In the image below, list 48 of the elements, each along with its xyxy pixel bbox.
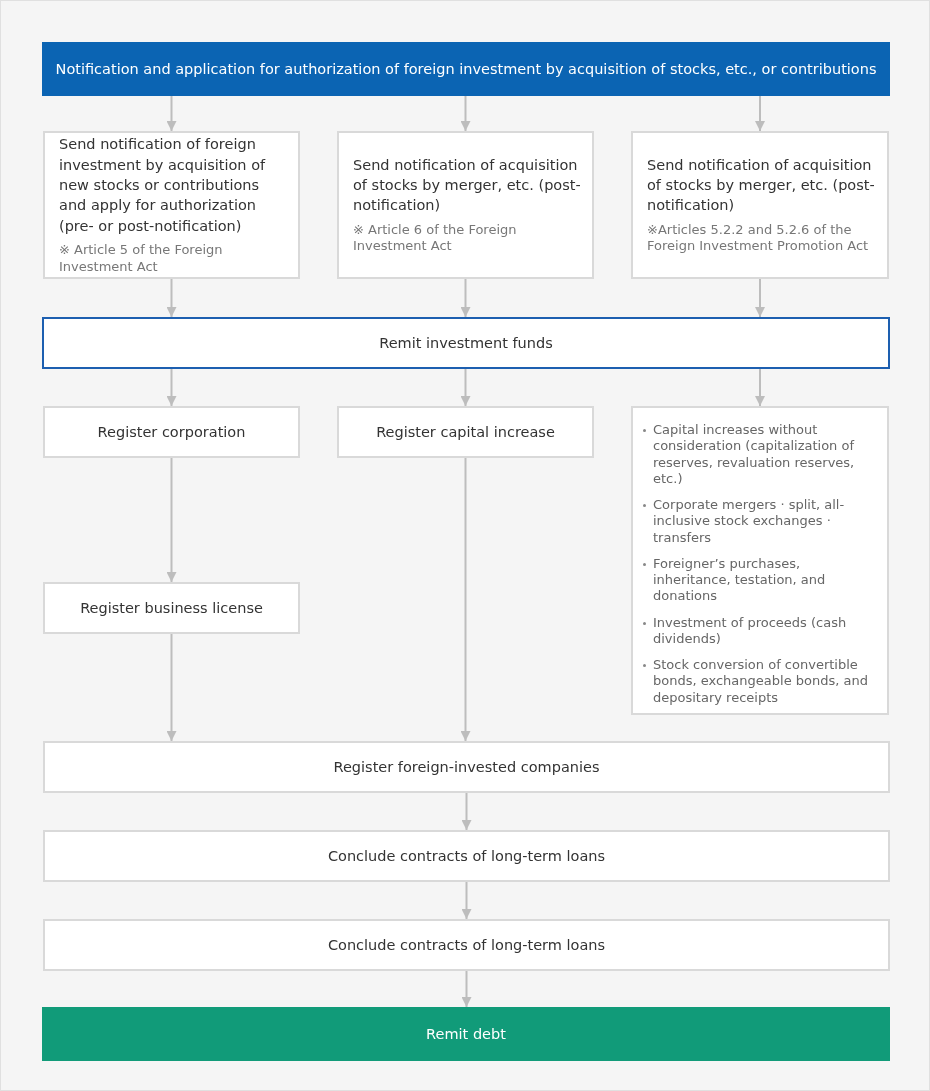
arrow bbox=[460, 457, 471, 742]
note-text: ※ Article 6 of the Foreign Investment Act bbox=[353, 221, 518, 256]
arrow bbox=[461, 970, 472, 1008]
step-text: Remit debt bbox=[426, 1024, 506, 1044]
process-box bbox=[631, 131, 889, 279]
list-box bbox=[631, 406, 889, 715]
step-text: Register foreign-invested companies bbox=[333, 757, 600, 777]
process-box bbox=[43, 741, 890, 793]
arrow bbox=[755, 95, 765, 132]
list-item: Investment of proceeds (cash dividends) bbox=[641, 614, 879, 647]
process-box bbox=[337, 131, 594, 279]
arrow bbox=[460, 368, 471, 407]
step-text: Conclude contracts of long-term loans bbox=[327, 846, 606, 866]
list-item: Stock conversion of convertible bonds, exchangeable bonds, and depositary receipts bbox=[641, 657, 879, 706]
header-banner bbox=[42, 42, 890, 96]
process-box bbox=[43, 406, 300, 458]
arrow bbox=[755, 368, 765, 407]
process-box bbox=[43, 131, 300, 279]
step-text: Register corporation bbox=[97, 422, 246, 442]
step-text: Conclude contracts of long-term loans bbox=[327, 935, 606, 955]
process-box bbox=[42, 317, 890, 369]
arrow bbox=[461, 881, 472, 920]
step-text: Notification and application for authorization of foreign investment by acquisition of stocks, etc., or contributions bbox=[55, 59, 877, 79]
note-text: ※ Article 5 of the Foreign Investment Act bbox=[59, 241, 224, 276]
process-box bbox=[337, 406, 594, 458]
process-box bbox=[43, 582, 300, 634]
step-text: Send notification of acquisition of stocks by merger, etc. (post-notification) bbox=[647, 155, 876, 216]
arrow bbox=[755, 278, 765, 318]
arrow bbox=[166, 95, 177, 132]
step-text: Register business license bbox=[80, 598, 263, 618]
arrow bbox=[166, 633, 177, 742]
process-box bbox=[43, 830, 890, 882]
arrow bbox=[460, 278, 471, 318]
arrow bbox=[166, 457, 177, 583]
process-box bbox=[43, 919, 890, 971]
process-box bbox=[42, 1007, 890, 1061]
list-item: Corporate mergers · split, all-inclusive stock exchanges · transfers bbox=[641, 497, 879, 546]
note-text: ※Articles 5.2.2 and 5.2.6 of the Foreign Investment Promotion Act bbox=[647, 221, 870, 256]
step-text: Send notification of foreign investment by acquisition of new stocks or contributions and apply for authorization (pre- or post-notification) bbox=[59, 135, 267, 236]
arrow bbox=[460, 95, 471, 132]
step-text: Remit investment funds bbox=[379, 333, 553, 353]
arrow bbox=[166, 368, 177, 407]
step-text: Send notification of acquisition of stocks by merger, etc. (post-notification) bbox=[353, 155, 582, 216]
step-text: Register capital increase bbox=[376, 422, 555, 442]
list-item: Capital increases without consideration (capitalization of reserves, revaluation reserves, etc.) bbox=[641, 422, 879, 487]
list-item: Foreigner’s purchases, inheritance, testation, and donations bbox=[641, 555, 879, 605]
arrow bbox=[166, 278, 177, 318]
arrow bbox=[461, 792, 472, 831]
